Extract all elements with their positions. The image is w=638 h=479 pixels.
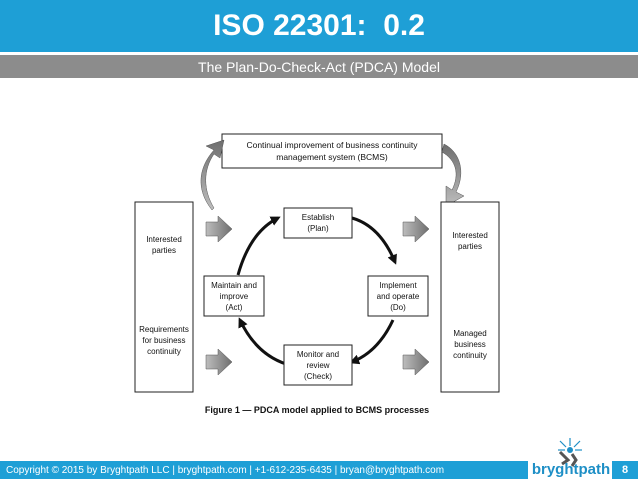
logo-text: bryghtpath	[531, 460, 611, 478]
output-arrow-bottom-right	[402, 348, 430, 376]
top-box-line-2: management system (BCMS)	[276, 152, 388, 162]
plan-box: Establish (Plan)	[283, 207, 353, 239]
bcms-improvement-box: Continual improvement of business contin…	[221, 133, 443, 169]
left-top-line-1: Interested	[146, 235, 182, 244]
figure-caption: Figure 1 — PDCA model applied to BCMS pr…	[205, 405, 429, 415]
do-line-2: and operate	[377, 292, 420, 301]
act-line-2: improve	[220, 292, 249, 301]
plan-line-1: Establish	[302, 213, 334, 222]
right-top-line-2: parties	[458, 242, 482, 251]
top-box-line-1: Continual improvement of business contin…	[246, 140, 418, 150]
right-bottom-line-2: business	[454, 340, 486, 349]
output-arrow-top-right	[402, 215, 430, 243]
check-box: Monitor and review (Check)	[283, 344, 353, 386]
feedback-curve-right-arrow	[441, 143, 465, 207]
left-bottom-line-3: continuity	[147, 347, 181, 356]
right-bottom-line-1: Managed	[453, 329, 486, 338]
slide-subtitle: The Plan-Do-Check-Act (PDCA) Model	[0, 55, 638, 78]
bridge-logo-icon	[558, 438, 582, 467]
do-line-3: (Do)	[390, 303, 406, 312]
act-line-3: (Act)	[226, 303, 243, 312]
footer-copyright: Copyright © 2015 by Bryghtpath LLC | bry…	[0, 461, 528, 479]
right-bottom-line-3: continuity	[453, 351, 487, 360]
check-line-3: (Check)	[304, 372, 332, 381]
input-arrow-top-left	[205, 215, 233, 243]
act-box: Maintain and improve (Act)	[203, 275, 265, 317]
right-top-line-1: Interested	[452, 231, 488, 240]
check-line-1: Monitor and	[297, 350, 339, 359]
act-to-plan-arrow	[236, 216, 281, 276]
input-arrow-bottom-left	[205, 348, 233, 376]
plan-to-do-arrow	[351, 216, 397, 265]
slide-title: ISO 22301: 0.2	[0, 0, 638, 52]
left-top-line-2: parties	[152, 246, 176, 255]
do-to-check-arrow	[349, 319, 395, 365]
plan-line-2: (Plan)	[307, 224, 329, 233]
check-to-act-arrow	[238, 317, 287, 366]
left-bottom-line-1: Requirements	[139, 325, 189, 334]
page-number: 8	[612, 461, 638, 479]
do-line-1: Implement	[379, 281, 417, 290]
left-input-box: Interested parties Requirements for busi…	[134, 201, 194, 393]
pdca-cycle-arrows	[236, 216, 397, 366]
right-output-box: Interested parties Managed business cont…	[440, 201, 500, 393]
feedback-curve-left-arrow	[200, 139, 225, 211]
do-box: Implement and operate (Do)	[367, 275, 429, 317]
act-line-1: Maintain and	[211, 281, 257, 290]
check-line-2: review	[306, 361, 329, 370]
left-bottom-line-2: for business	[142, 336, 185, 345]
